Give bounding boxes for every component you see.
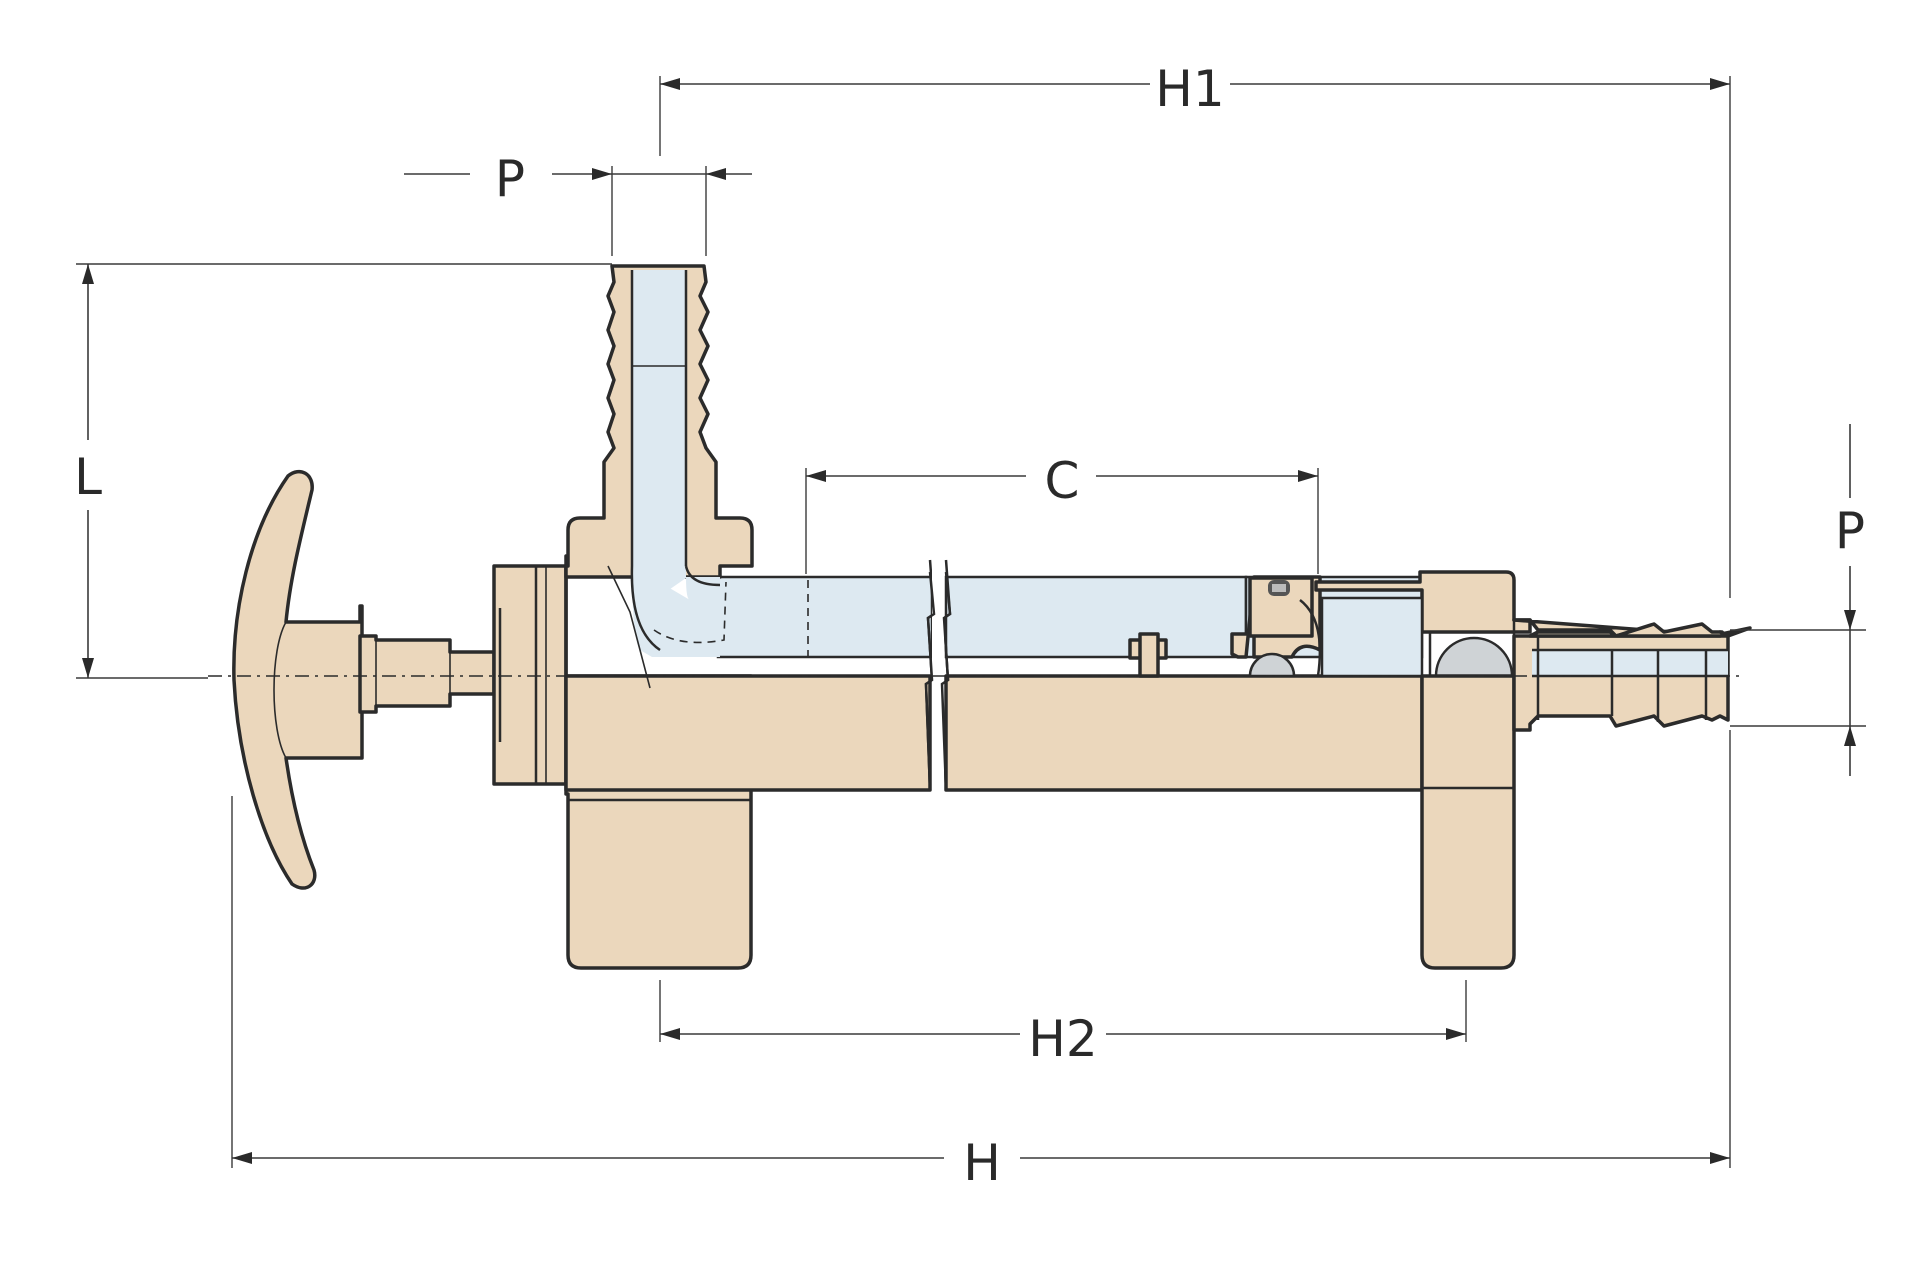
top-bore [632, 270, 686, 610]
threaded-cap [492, 564, 568, 786]
dim-l: L [74, 263, 612, 679]
label-p-top: P [495, 150, 525, 208]
handle-stem [358, 634, 496, 714]
ball-valve-large [1434, 636, 1514, 678]
dim-c: C [805, 452, 1319, 574]
upper-bore [716, 575, 934, 659]
right-foot [1420, 674, 1516, 970]
elbow-bore [632, 566, 720, 657]
pump-assembly [208, 264, 1752, 970]
t-handle [232, 469, 364, 890]
dim-h: H [231, 730, 1731, 1192]
dimensions: H1 P L [74, 60, 1866, 1192]
dim-h2: H2 [659, 980, 1467, 1068]
label-h: H [963, 1134, 1001, 1192]
ball-valve-small [1248, 652, 1296, 678]
dim-p-right: P [1730, 424, 1866, 776]
dim-p-top: P [404, 150, 752, 256]
label-h1: H1 [1155, 60, 1224, 118]
dim-h1: H1 [659, 60, 1731, 598]
label-p-right: P [1835, 502, 1865, 560]
label-h2: H2 [1028, 1010, 1097, 1068]
label-c: C [1045, 452, 1080, 510]
lower-barrel [564, 674, 932, 792]
label-l: L [74, 448, 102, 506]
